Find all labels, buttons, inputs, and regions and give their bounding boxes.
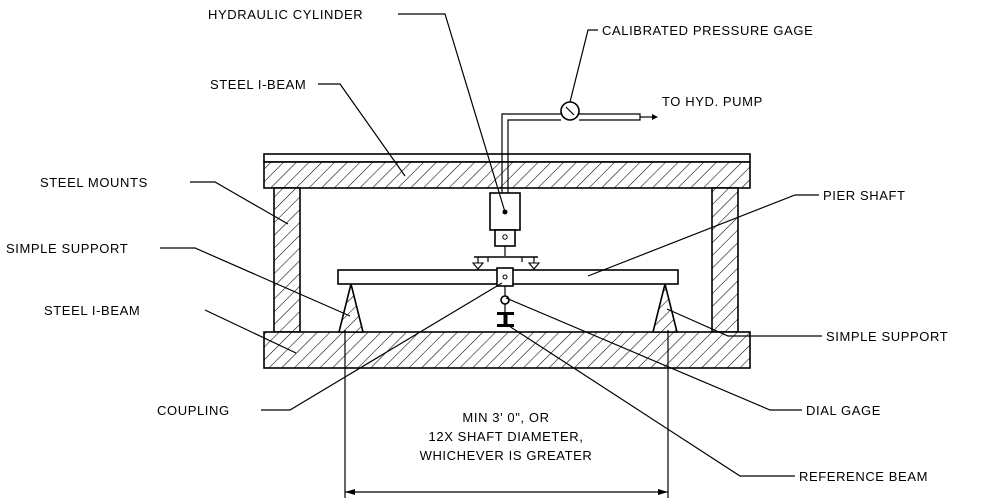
pressure-gage-icon: [560, 101, 580, 121]
hydraulic-line: [501, 113, 658, 193]
simple-support-right-label: SIMPLE SUPPORT: [826, 329, 948, 344]
steel-mount-right: [711, 187, 739, 333]
top-steel-i-beam: [263, 153, 751, 189]
to-hyd-pump-label: TO HYD. PUMP: [662, 94, 763, 109]
steel-i-beam-top-label: STEEL I-BEAM: [210, 77, 306, 92]
calibrated-pressure-gage-label: CALIBRATED PRESSURE GAGE: [602, 23, 813, 38]
dial-gage-label: DIAL GAGE: [806, 403, 881, 418]
reference-beam-label: REFERENCE BEAM: [799, 469, 928, 484]
coupling: [496, 267, 514, 287]
reference-beam: [497, 312, 514, 327]
bottom-steel-i-beam: [263, 331, 751, 369]
dimension-text-line3: WHICHEVER IS GREATER: [420, 448, 593, 463]
steel-i-beam-bottom-label: STEEL I-BEAM: [44, 303, 140, 318]
steel-mounts-label: STEEL MOUNTS: [40, 175, 148, 190]
hydraulic-cylinder: [471, 192, 541, 270]
hydraulic-cylinder-label: HYDRAULIC CYLINDER: [208, 7, 363, 22]
dimension-text-line1: MIN 3' 0", OR: [462, 410, 549, 425]
leader-lines: [160, 13, 822, 477]
dimension-text-line2: 12X SHAFT DIAMETER,: [429, 429, 584, 444]
steel-mount-left: [273, 187, 301, 333]
pier-shaft-label: PIER SHAFT: [823, 188, 906, 203]
dimension-lines: [344, 330, 669, 498]
simple-support-left-label: SIMPLE SUPPORT: [6, 241, 128, 256]
simple-support-right: [651, 283, 679, 333]
simple-support-left: [337, 283, 365, 333]
coupling-label: COUPLING: [157, 403, 230, 418]
